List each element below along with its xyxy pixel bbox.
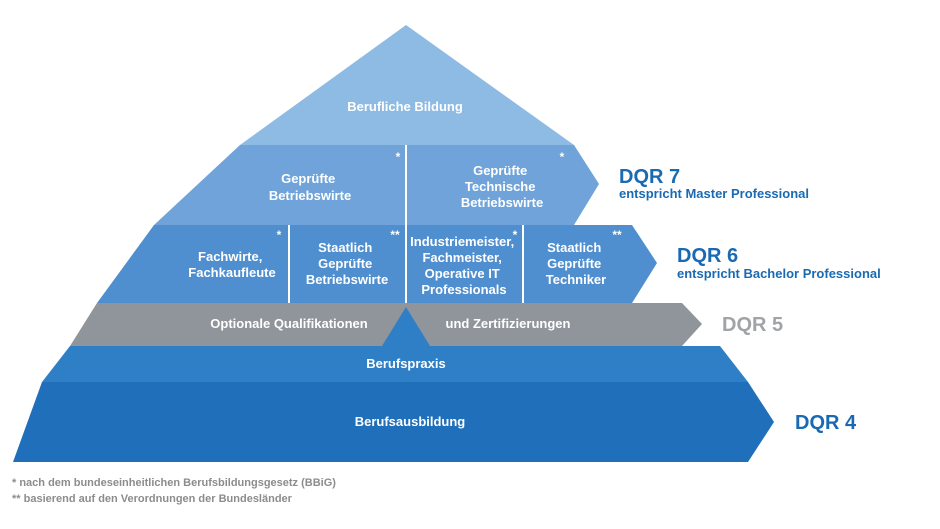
tier7-right-line-3: Betriebswirte [461,195,543,210]
tier6-cell-4-line-3: Techniker [546,272,606,287]
dqr5-title: DQR 5 [722,314,783,336]
tier7-left-line-2: Betriebswirte [269,188,351,203]
tier6-cell-2-line-3: Betriebswirte [306,272,388,287]
tier6-cell-2-label: Staatlich Geprüfte Betriebswirte [306,240,388,287]
berufspraxis-band [42,346,748,382]
tier6-cell-1-footnote-mark: * [277,228,282,242]
berufsausbildung-label: Berufsausbildung [355,414,466,429]
tier7-right-label: Geprüfte Technische Betriebswirte [461,163,543,210]
tier6-cell-2-footnote-mark: ** [390,228,400,242]
tier7-band [154,145,406,225]
tier6-cell-2-line-2: Geprüfte [318,256,372,271]
berufspraxis-label: Berufspraxis [366,356,445,371]
tier6-cell-3-line-4: Professionals [421,282,506,297]
dqr6-title: DQR 6 [677,245,738,267]
tier6-cell-3-label: Industriemeister, Fachmeister, Operative… [410,234,518,297]
top-section-berufliche-bildung [240,25,574,145]
tier6-cell-1-line-1: Fachwirte, [198,249,262,264]
tier5-left-label: Optionale Qualifikationen [210,316,368,331]
berufsausbildung-band [13,382,774,462]
tier7-right-arrow [406,145,599,225]
tier6-cell-3-line-1: Industriemeister, [410,234,514,249]
tier5-right-label: und Zertifizierungen [446,316,571,331]
tier7-left-line-1: Geprüfte [281,171,335,186]
tier6-cell-3-line-3: Operative IT [425,266,500,281]
tier7-right-line-2: Technische [465,179,536,194]
tier5-center-peak [382,307,430,346]
tier7-left-label: Geprüfte Betriebswirte [269,171,351,203]
pyramid-graphic: Berufliche Bildung Geprüfte Betriebswirt… [13,25,881,462]
footnote-double-star: ** basierend auf den Verordnungen der Bu… [12,493,292,505]
tier6-cell-1-line-2: Fachkaufleute [188,265,275,280]
tier5-gray-band [70,303,702,346]
tier7-right-line-1: Geprüfte [473,163,527,178]
tier6-cell-3-line-2: Fachmeister, [422,250,502,265]
tier6-cell-3-footnote-mark: * [513,228,518,242]
tier7-right-footnote-mark: * [560,150,565,164]
dqr4-title: DQR 4 [795,412,857,434]
tier6-cell-4-line-1: Staatlich [547,240,601,255]
dqr7-title: DQR 7 [619,166,680,188]
tier6-band [97,225,657,303]
footnote-single-star: * nach dem bundeseinheitlichen Berufsbil… [12,477,336,489]
tier7-left-footnote-mark: * [396,150,401,164]
dqr7-subtitle: entspricht Master Professional [619,186,809,201]
tier6-cell-1-label: Fachwirte, Fachkaufleute [188,249,275,280]
tier6-cell-4-footnote-mark: ** [612,228,622,242]
tier6-cell-2-line-1: Staatlich [318,240,372,255]
top-section-label: Berufliche Bildung [347,99,463,114]
tier6-cell-4-line-2: Geprüfte [547,256,601,271]
dqr6-subtitle: entspricht Bachelor Professional [677,266,881,281]
tier6-cell-4-label: Staatlich Geprüfte Techniker [546,240,606,287]
